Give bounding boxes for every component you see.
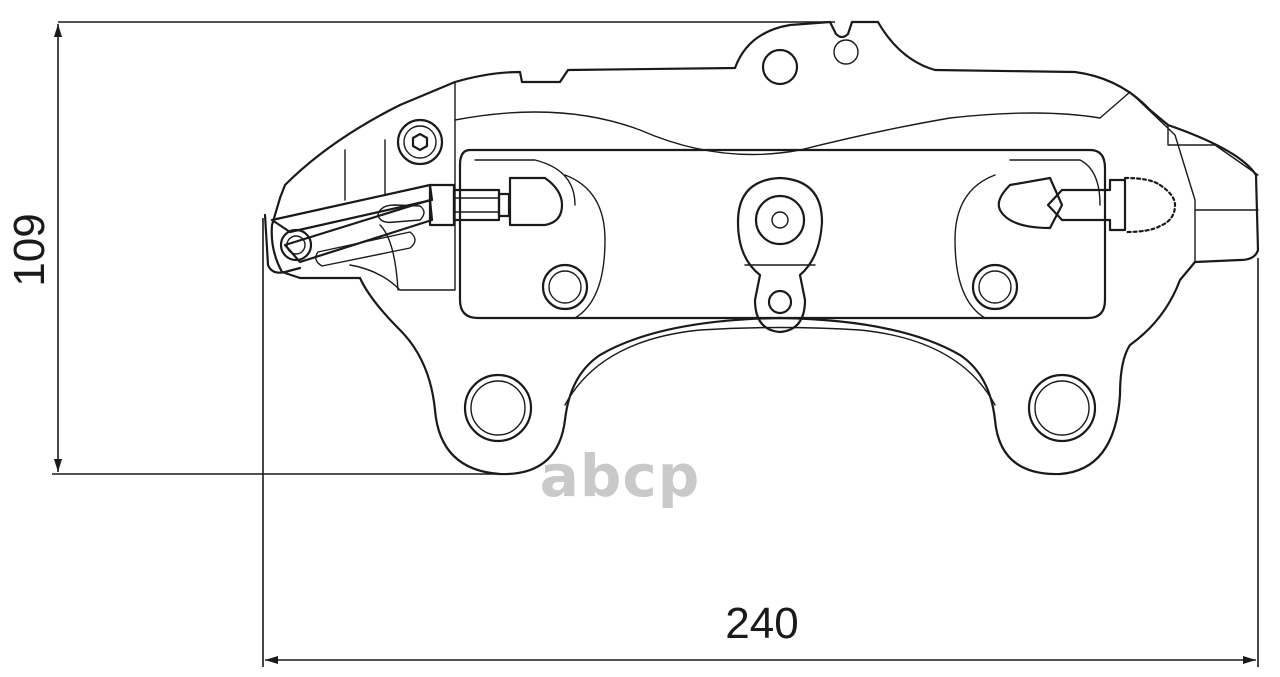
caliper-outer-outline xyxy=(270,20,1260,476)
left-flank-inner xyxy=(344,139,386,201)
center-bridge xyxy=(736,176,824,334)
right-port-contour xyxy=(1009,159,1101,206)
left-mount-hole-inner xyxy=(470,380,526,436)
right-mount-hole-inner xyxy=(1034,380,1090,436)
bracket-hose-line xyxy=(349,264,401,291)
right-port-hatched xyxy=(997,176,1064,230)
right-fitting-body xyxy=(1046,178,1127,232)
left-fitting xyxy=(428,159,576,227)
top-hole xyxy=(761,48,799,86)
right-piston-hole-inner xyxy=(978,270,1012,304)
lower-arch xyxy=(564,326,996,406)
width-dimension-label: 240 xyxy=(725,599,798,648)
caliper-top-contour xyxy=(454,91,1131,156)
left-bore-contour xyxy=(564,174,606,319)
right-fitting-seal xyxy=(1123,176,1177,234)
bleed-screw xyxy=(396,118,444,166)
fitting-nut xyxy=(428,183,456,227)
center-bridge-plate xyxy=(736,176,824,334)
bracket-hose-line-2 xyxy=(379,224,399,291)
center-pin-outer xyxy=(754,194,806,246)
left-piston-hole-outer xyxy=(541,263,589,311)
right-mount-hole-outer xyxy=(1027,373,1097,443)
left-flank xyxy=(399,81,456,291)
bracket-arm-upper xyxy=(270,183,434,234)
right-flank xyxy=(1129,91,1259,263)
bracket-pivot-inner xyxy=(286,235,306,255)
left-port-hatched xyxy=(508,176,564,227)
height-dimension-label: 109 xyxy=(5,213,54,286)
hose-bracket xyxy=(263,183,434,291)
center-pin-inner xyxy=(771,211,789,229)
right-piston-hole-outer xyxy=(971,263,1019,311)
bracket-slot xyxy=(315,231,416,267)
piston-bore-window xyxy=(458,148,1107,320)
bracket-clip xyxy=(263,213,302,274)
bleed-screw-hex xyxy=(411,132,429,152)
height-dimension: 109 xyxy=(5,21,835,475)
width-dimension: 240 xyxy=(262,218,1259,667)
bleed-screw-outer xyxy=(396,118,444,166)
bracket-pivot-outer xyxy=(279,228,313,262)
left-port-contour xyxy=(474,159,576,206)
mounting-holes xyxy=(463,373,1097,443)
watermark-logo: abcp xyxy=(540,442,701,510)
left-mount-hole-outer xyxy=(463,373,533,443)
caliper-body xyxy=(270,20,1260,476)
left-piston-hole-inner xyxy=(548,270,582,304)
bracket-slot-upper xyxy=(377,204,425,224)
top-notch-hole xyxy=(833,39,859,65)
center-lower-hole xyxy=(767,289,793,315)
small-holes xyxy=(541,39,1019,311)
fitting-tip xyxy=(497,192,511,218)
bleed-screw-ring xyxy=(403,125,437,159)
right-fitting xyxy=(997,159,1177,234)
bracket-arm-lower xyxy=(283,198,434,264)
right-bore-contour xyxy=(954,174,996,319)
